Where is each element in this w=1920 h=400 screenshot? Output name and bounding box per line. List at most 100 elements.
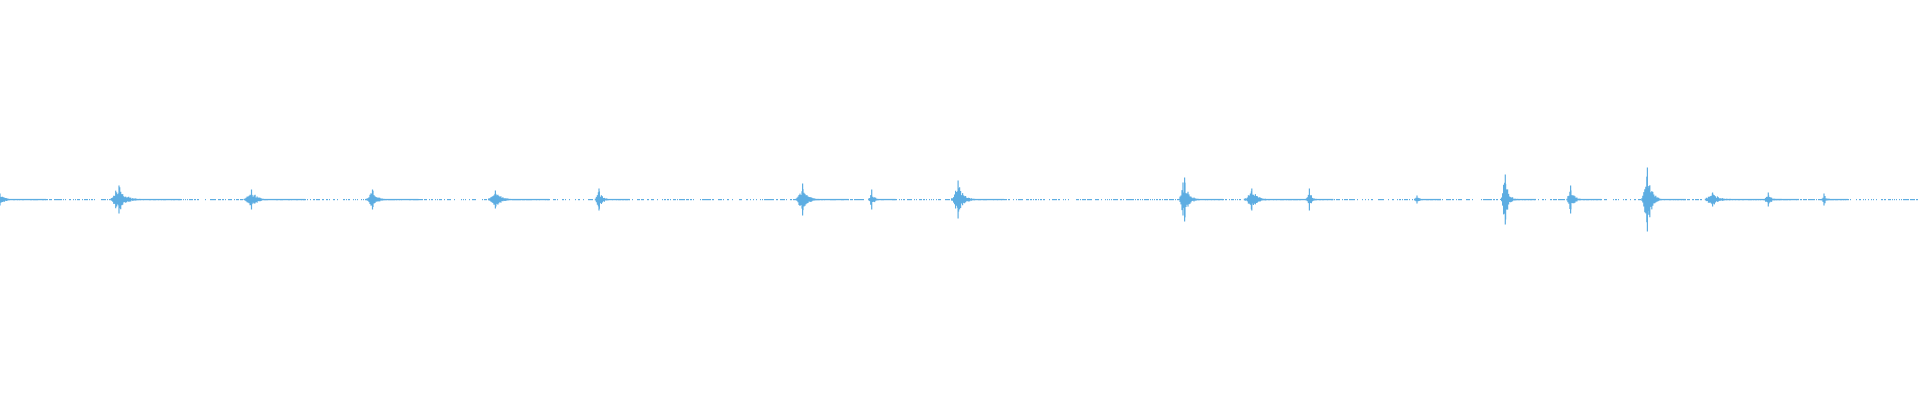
baseline-sample	[1345, 199, 1346, 201]
baseline-sample	[1640, 199, 1641, 201]
baseline-sample	[673, 199, 674, 201]
baseline-sample	[721, 199, 722, 201]
baseline-sample	[1901, 199, 1902, 201]
baseline-sample	[681, 199, 682, 201]
baseline-sample	[1606, 199, 1607, 201]
baseline-sample	[1009, 199, 1010, 201]
baseline-sample	[1132, 199, 1133, 201]
baseline-sample	[1906, 199, 1907, 201]
baseline-sample	[1804, 199, 1805, 201]
baseline-sample	[1393, 199, 1394, 201]
baseline-sample	[1402, 199, 1403, 201]
baseline-sample	[1008, 199, 1009, 201]
baseline-sample	[632, 199, 633, 201]
waveform-burst	[110, 185, 181, 214]
baseline-sample	[1494, 199, 1495, 201]
baseline-sample	[740, 199, 741, 201]
baseline-sample	[465, 199, 466, 201]
baseline-sample	[472, 199, 473, 201]
baseline-sample	[1379, 199, 1380, 201]
baseline-sample	[946, 199, 947, 201]
baseline-sample	[1695, 199, 1696, 201]
baseline-sample	[1065, 199, 1066, 201]
baseline-sample	[78, 199, 79, 201]
baseline-sample	[447, 199, 448, 201]
baseline-sample	[1005, 199, 1006, 201]
baseline-sample	[1496, 199, 1497, 201]
baseline-sample	[1689, 199, 1690, 201]
baseline-sample	[212, 199, 213, 201]
baseline-sample	[1908, 199, 1909, 201]
baseline-sample	[1562, 199, 1563, 201]
baseline-sample	[1353, 199, 1354, 201]
baseline-sample	[75, 199, 76, 201]
baseline-sample	[588, 199, 589, 201]
baseline-sample	[1019, 199, 1020, 201]
baseline-sample	[1127, 199, 1128, 201]
baseline-sample	[1481, 199, 1482, 201]
baseline-sample	[190, 199, 191, 201]
waveform-burst	[488, 190, 550, 209]
baseline-sample	[858, 199, 859, 201]
baseline-sample	[348, 199, 349, 201]
burst-tail	[0, 198, 47, 201]
baseline-sample	[1885, 199, 1886, 201]
baseline-sample	[1910, 199, 1911, 201]
baseline-sample	[668, 199, 669, 201]
baseline-sample	[225, 199, 226, 201]
baseline-sample	[1911, 199, 1912, 201]
baseline-sample	[1083, 199, 1084, 201]
baseline-sample	[1365, 199, 1366, 201]
baseline-sample	[770, 199, 771, 201]
baseline-sample	[1339, 199, 1340, 201]
baseline-sample	[1371, 199, 1372, 201]
baseline-sample	[1485, 199, 1486, 201]
baseline-sample	[60, 199, 61, 201]
baseline-sample	[1169, 199, 1170, 201]
baseline-sample	[1084, 199, 1085, 201]
waveform-burst	[594, 188, 630, 211]
baseline-sample	[1101, 199, 1102, 201]
baseline-sample	[91, 199, 92, 201]
baseline-sample	[183, 199, 184, 201]
baseline-sample	[1458, 199, 1459, 201]
baseline-sample	[896, 199, 897, 201]
baseline-sample	[105, 199, 106, 201]
burst-tail	[1416, 198, 1441, 201]
baseline-sample	[441, 199, 442, 201]
burst-tail	[958, 198, 1005, 201]
baseline-sample	[422, 199, 423, 201]
baseline-sample	[1148, 199, 1149, 201]
baseline-sample	[1137, 199, 1138, 201]
baseline-sample	[337, 199, 338, 201]
baseline-sample	[1235, 199, 1236, 201]
baseline-sample	[919, 199, 920, 201]
baseline-sample	[1055, 199, 1056, 201]
baseline-sample	[1914, 199, 1915, 201]
baseline-sample	[683, 199, 684, 201]
baseline-sample	[1044, 199, 1045, 201]
baseline-sample	[1407, 199, 1408, 201]
baseline-sample	[907, 199, 908, 201]
baseline-sample	[1076, 199, 1077, 201]
baseline-sample	[1559, 199, 1560, 201]
baseline-sample	[670, 199, 671, 201]
baseline-sample	[1111, 199, 1112, 201]
burst-envelope	[1500, 174, 1519, 225]
baseline-sample	[198, 199, 199, 201]
baseline-sample	[1115, 199, 1116, 201]
baseline-sample	[1239, 199, 1240, 201]
baseline-sample	[904, 199, 905, 201]
baseline-sample	[1693, 199, 1694, 201]
baseline-sample	[1087, 199, 1088, 201]
baseline-sample	[474, 199, 475, 201]
burst-envelope	[594, 188, 608, 211]
baseline-sample	[637, 199, 638, 201]
baseline-sample	[680, 199, 681, 201]
baseline-sample	[1362, 199, 1363, 201]
baseline-sample	[1175, 199, 1176, 201]
baseline-sample	[1810, 199, 1811, 201]
baseline-sample	[1031, 199, 1032, 201]
baseline-sample	[1400, 199, 1401, 201]
waveform-bursts	[0, 167, 1848, 232]
